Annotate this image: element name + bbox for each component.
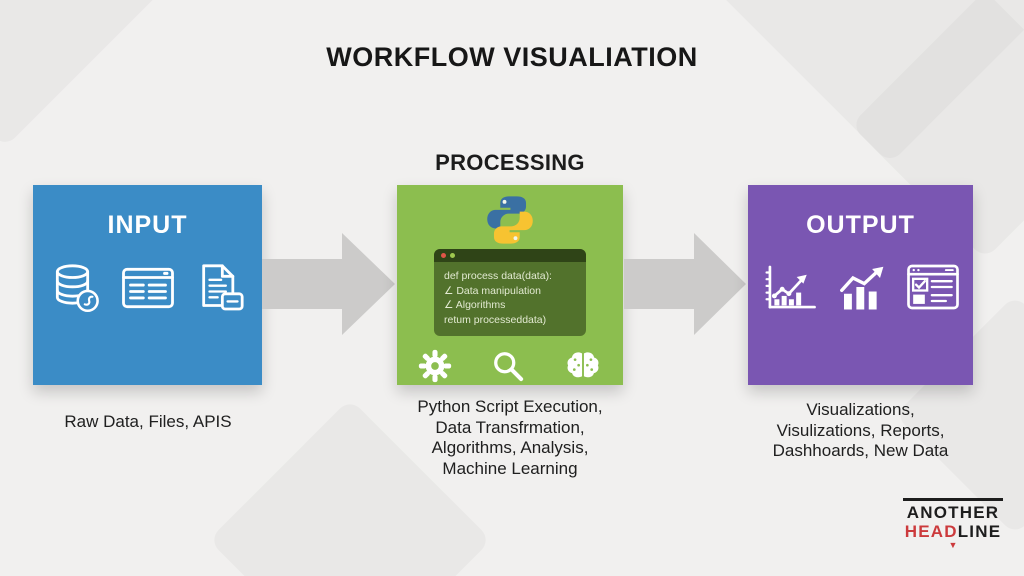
arrow-processing-to-output — [624, 233, 746, 335]
code-line: retum processeddata) — [444, 313, 547, 326]
another-headline-logo: ANOTHER HEADLINE ▼ — [903, 498, 1003, 550]
window-dot-green — [450, 253, 455, 258]
code-line: def process data(data): — [444, 270, 552, 282]
processing-caption-line: Algorithms, Analysis, — [431, 438, 589, 457]
processing-heading: PROCESSING — [435, 150, 585, 175]
processing-caption: Python Script Execution, Data Transfrmat… — [377, 397, 643, 479]
window-dot-red — [441, 253, 446, 258]
database-icon — [48, 262, 104, 314]
processing-box: def process data(data): ∠ Data manipulat… — [397, 185, 623, 385]
code-window: def process data(data): ∠ Data manipulat… — [434, 249, 586, 336]
search-icon — [490, 348, 526, 389]
line-chart-icon — [761, 262, 819, 312]
brain-icon — [564, 350, 602, 387]
gear-icon — [418, 349, 452, 388]
processing-caption-line: Python Script Execution, — [417, 397, 603, 416]
input-box-heading: INPUT — [107, 211, 188, 239]
processing-icon-row — [397, 348, 623, 389]
code-window-titlebar — [434, 249, 586, 262]
output-caption-line: Visulizations, Reports, — [776, 420, 945, 440]
processing-caption-line: Machine Learning — [442, 458, 578, 478]
documents-icon — [192, 262, 248, 314]
logo-line2-red: HEAD — [904, 522, 958, 541]
output-icon-row — [748, 262, 973, 312]
output-caption-line: Visualizations, — [806, 400, 915, 419]
arrow-input-to-processing — [262, 233, 395, 335]
python-logo — [397, 193, 623, 247]
input-caption: Raw Data, Files, APIS — [64, 412, 232, 431]
bar-trend-icon — [835, 262, 889, 312]
report-icon — [905, 262, 961, 312]
output-box-heading: OUTPUT — [806, 211, 915, 239]
logo-line1: ANOTHER — [906, 503, 1000, 522]
output-caption: Visualizations, Visulizations, Reports, … — [733, 400, 988, 462]
background-diamond — [0, 0, 168, 148]
page-title: WORKFLOW VISUALIATION — [326, 42, 698, 72]
input-icon-row — [33, 262, 262, 314]
output-caption-line: Dashhoards, New Data — [772, 441, 949, 460]
logo-chevron-icon: ▼ — [948, 540, 958, 550]
table-window-icon — [120, 264, 176, 312]
logo-line2-black: LINE — [957, 522, 1002, 541]
input-box: INPUT — [33, 185, 262, 385]
output-box: OUTPUT — [748, 185, 973, 385]
code-line: ∠ Algorithms — [444, 299, 506, 311]
code-body: def process data(data): ∠ Data manipulat… — [434, 262, 586, 336]
logo-line2: HEADLINE — [903, 522, 1003, 541]
code-line: ∠ Data manipulation — [444, 284, 541, 297]
processing-caption-line: Data Transfrmation, — [435, 417, 585, 437]
logo-top-bar — [903, 498, 1003, 501]
